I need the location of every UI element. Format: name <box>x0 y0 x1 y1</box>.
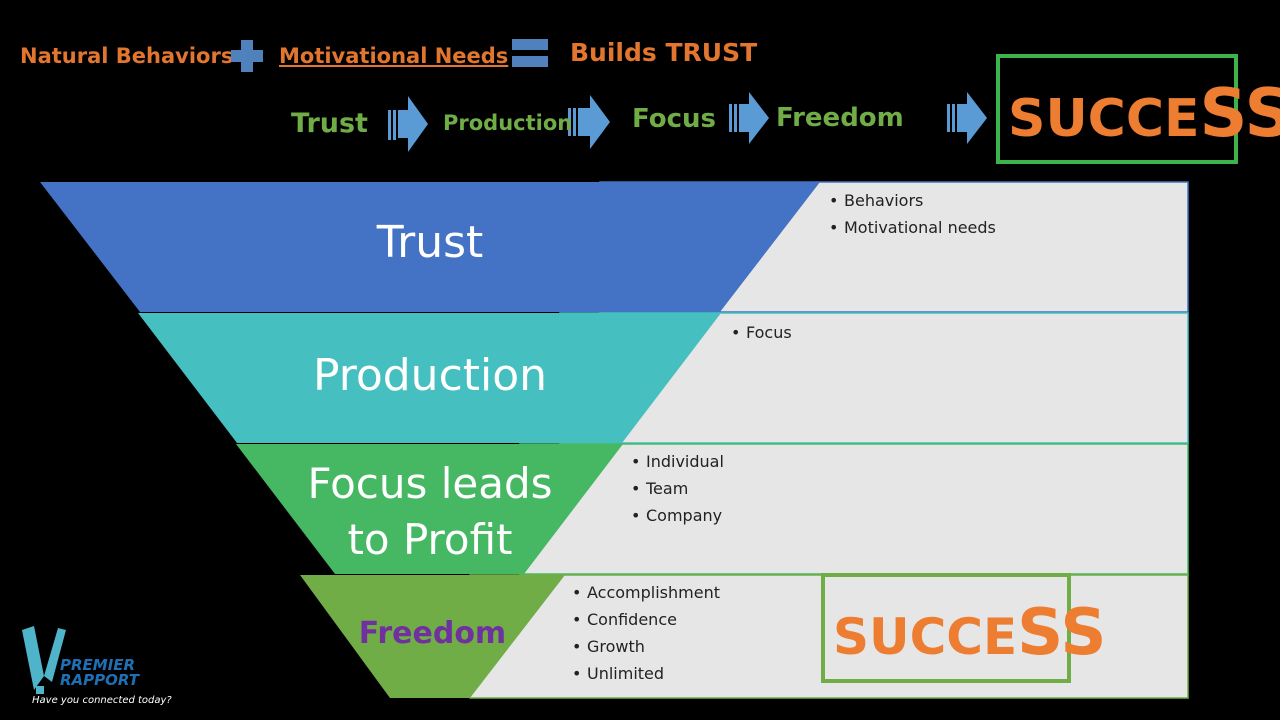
success-small: SUCCE <box>1008 89 1200 149</box>
list-item: Unlimited <box>572 660 720 687</box>
freedom-bullets: Accomplishment Confidence Growth Unlimit… <box>572 579 720 687</box>
list-item: Motivational needs <box>829 214 996 241</box>
logo-name-line1: PREMIER <box>60 656 136 674</box>
trust-bullets: Behaviors Motivational needs <box>829 187 996 241</box>
funnel-label-focus: Focus leads to Profit <box>307 459 553 564</box>
flow-step-production: Production <box>443 111 573 135</box>
natural-behaviors-label: Natural Behaviors <box>20 44 234 68</box>
production-bullets: Focus <box>731 319 792 346</box>
flow-arrow-icon <box>947 92 987 144</box>
success-text-bottom: SUCCESS <box>833 596 1106 670</box>
focus-bullets: Individual Team Company <box>631 448 724 529</box>
logo-name-line2: RAPPORT <box>60 671 140 689</box>
logo-tagline: Have you connected today? <box>32 695 172 706</box>
funnel-label-production: Production <box>312 350 548 401</box>
success-big: SS <box>1199 74 1280 152</box>
logo: PREMIER RAPPORT <box>60 658 139 688</box>
equals-icon <box>512 39 548 67</box>
flow-arrow-icon <box>568 95 610 149</box>
flow-step-trust: Trust <box>291 108 368 139</box>
list-item: Behaviors <box>829 187 996 214</box>
list-item: Company <box>631 502 724 529</box>
success-small: SUCCE <box>833 608 1018 666</box>
funnel-label-freedom: Freedom <box>358 616 507 651</box>
builds-trust-label: Builds TRUST <box>570 38 758 67</box>
list-item: Focus <box>731 319 792 346</box>
list-item: Team <box>631 475 724 502</box>
list-item: Individual <box>631 448 724 475</box>
flow-step-focus: Focus <box>632 104 716 134</box>
list-item: Confidence <box>572 606 720 633</box>
flow-arrow-icon <box>729 92 769 144</box>
success-text-top: SUCCESS <box>1008 74 1280 152</box>
flow-arrow-icon <box>388 96 428 152</box>
plus-icon <box>231 40 263 72</box>
success-big: SS <box>1017 596 1107 670</box>
list-item: Accomplishment <box>572 579 720 606</box>
list-item: Growth <box>572 633 720 660</box>
flow-step-freedom: Freedom <box>776 103 904 133</box>
funnel-label-trust: Trust <box>376 217 484 268</box>
motivational-needs-link[interactable]: Motivational Needs <box>279 44 509 68</box>
